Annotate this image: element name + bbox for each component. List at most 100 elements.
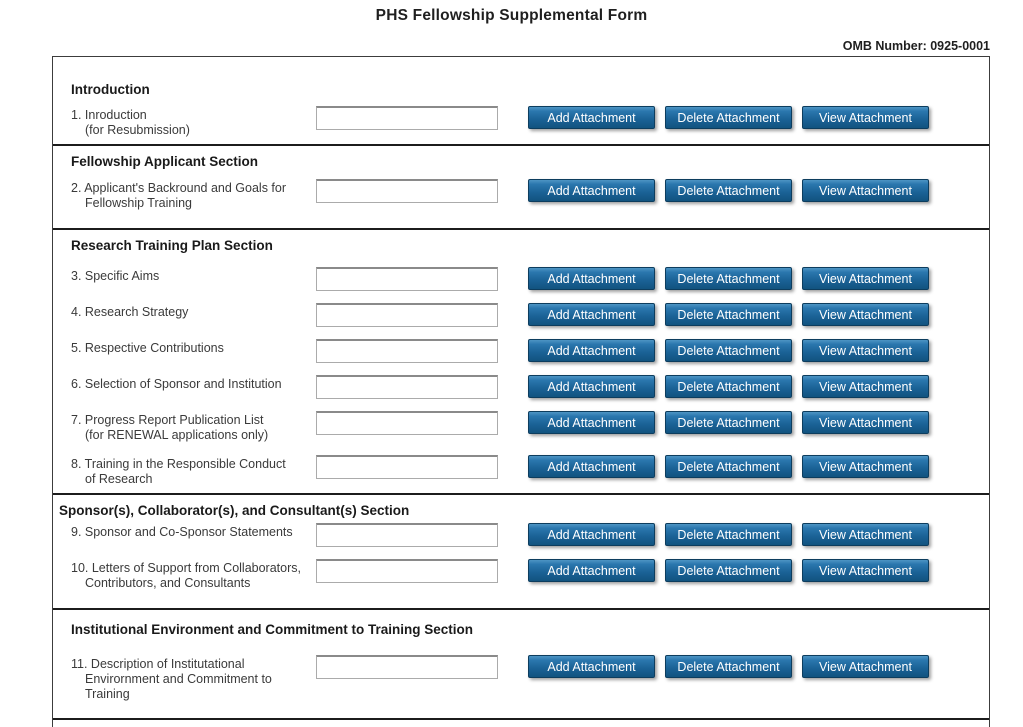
attachment-filename-input[interactable] [316,455,498,479]
attachment-filename-input[interactable] [316,179,498,203]
form-box: Introduction 1. Inroduction(for Resubmiss… [52,56,990,727]
view-attachment-button[interactable]: View Attachment [802,455,929,478]
attachment-button-group: Add Attachment Delete Attachment View Atta… [528,655,929,678]
delete-attachment-button[interactable]: Delete Attachment [665,523,792,546]
item-label-line: 10. Letters of Support from Collaborator… [71,561,301,575]
attachment-item-row: 7. Progress Report Publication List(for … [71,411,989,443]
delete-attachment-button[interactable]: Delete Attachment [665,375,792,398]
form-section: Fellowship Applicant Section 2. Applicant… [53,146,989,230]
item-label-line: 6. Selection of Sponsor and Institution [71,377,282,391]
add-attachment-button[interactable]: Add Attachment [528,339,655,362]
omb-number: OMB Number: 0925-0001 [842,39,990,53]
item-label: 5. Respective Contributions [71,339,316,356]
add-attachment-button[interactable]: Add Attachment [528,655,655,678]
view-attachment-button[interactable]: View Attachment [802,303,929,326]
section-heading: Research Training Plan Section [71,238,273,253]
add-attachment-button[interactable]: Add Attachment [528,411,655,434]
attachment-filename-input[interactable] [316,523,498,547]
delete-attachment-button[interactable]: Delete Attachment [665,267,792,290]
attachment-filename-input[interactable] [316,303,498,327]
item-label-line: Envirornment and Commitment to [85,672,272,686]
add-attachment-button[interactable]: Add Attachment [528,455,655,478]
item-label: 6. Selection of Sponsor and Institution [71,375,316,392]
view-attachment-button[interactable]: View Attachment [802,523,929,546]
item-label-line: 5. Respective Contributions [71,341,224,355]
delete-attachment-button[interactable]: Delete Attachment [665,303,792,326]
attachment-item-row: 1. Inroduction(for Resubmission) Add Atta… [71,106,989,138]
delete-attachment-button[interactable]: Delete Attachment [665,559,792,582]
attachment-filename-input[interactable] [316,559,498,583]
view-attachment-button[interactable]: View Attachment [802,339,929,362]
delete-attachment-button[interactable]: Delete Attachment [665,179,792,202]
add-attachment-button[interactable]: Add Attachment [528,559,655,582]
item-label-line: 9. Sponsor and Co-Sponsor Statements [71,525,293,539]
attachment-filename-input[interactable] [316,375,498,399]
delete-attachment-button[interactable]: Delete Attachment [665,455,792,478]
item-label-line: (for Resubmission) [85,123,190,137]
item-label-line: (for RENEWAL applications only) [85,428,269,442]
page-title: PHS Fellowship Supplemental Form [375,7,648,24]
attachment-button-group: Add Attachment Delete Attachment View Atta… [528,339,929,362]
section-heading: Fellowship Applicant Section [71,154,259,169]
attachment-button-group: Add Attachment Delete Attachment View Atta… [528,106,929,129]
delete-attachment-button[interactable]: Delete Attachment [665,106,792,129]
attachment-item-row: 6. Selection of Sponsor and Institution A… [71,375,989,399]
attachment-item-row: 3. Specific Aims Add Attachment Delete Att… [71,267,989,291]
delete-attachment-button[interactable]: Delete Attachment [665,655,792,678]
attachment-filename-input[interactable] [316,411,498,435]
attachment-button-group: Add Attachment Delete Attachment View Atta… [528,303,929,326]
form-section: Research Training Plan Section 3. Specifi… [53,230,989,495]
view-attachment-button[interactable]: View Attachment [802,179,929,202]
attachment-item-row: 9. Sponsor and Co-Sponsor Statements Add … [71,523,989,547]
section-heading: Institutional Environment and Commitment… [71,622,474,637]
item-label-line: 2. Applicant's Backround and Goals for [71,181,287,195]
section-heading: Introduction [71,82,150,97]
item-label-line: 4. Research Strategy [71,305,189,319]
item-label: 9. Sponsor and Co-Sponsor Statements [71,523,316,540]
view-attachment-button[interactable]: View Attachment [802,267,929,290]
view-attachment-button[interactable]: View Attachment [802,375,929,398]
item-label-line: of Research [85,472,153,486]
add-attachment-button[interactable]: Add Attachment [528,375,655,398]
form-section: Institutional Environment and Commitment… [53,610,989,720]
view-attachment-button[interactable]: View Attachment [802,106,929,129]
view-attachment-button[interactable]: View Attachment [802,411,929,434]
attachment-filename-input[interactable] [316,106,498,130]
item-label-line: 1. Inroduction [71,108,147,122]
attachment-item-row: 4. Research Strategy Add Attachment Delete… [71,303,989,327]
attachment-button-group: Add Attachment Delete Attachment View Atta… [528,523,929,546]
add-attachment-button[interactable]: Add Attachment [528,106,655,129]
form-section: Sponsor(s), Collaborator(s), and Consult… [53,495,989,610]
view-attachment-button[interactable]: View Attachment [802,559,929,582]
delete-attachment-button[interactable]: Delete Attachment [665,339,792,362]
add-attachment-button[interactable]: Add Attachment [528,179,655,202]
attachment-button-group: Add Attachment Delete Attachment View Atta… [528,179,929,202]
item-label: 1. Inroduction(for Resubmission) [71,106,316,138]
attachment-filename-input[interactable] [316,339,498,363]
add-attachment-button[interactable]: Add Attachment [528,303,655,326]
view-attachment-button[interactable]: View Attachment [802,655,929,678]
item-label: 10. Letters of Support from Collaborator… [71,559,316,591]
add-attachment-button[interactable]: Add Attachment [528,267,655,290]
item-label: 7. Progress Report Publication List(for … [71,411,316,443]
attachment-filename-input[interactable] [316,655,498,679]
attachment-button-group: Add Attachment Delete Attachment View Atta… [528,267,929,290]
attachment-button-group: Add Attachment Delete Attachment View Atta… [528,455,929,478]
item-label-line: Fellowship Training [85,196,192,210]
delete-attachment-button[interactable]: Delete Attachment [665,411,792,434]
item-label-line: 7. Progress Report Publication List [71,413,264,427]
item-label: 4. Research Strategy [71,303,316,320]
item-label-line: 3. Specific Aims [71,269,160,283]
attachment-button-group: Add Attachment Delete Attachment View Atta… [528,411,929,434]
item-label-line: Training [85,687,130,701]
attachment-item-row: 10. Letters of Support from Collaborator… [71,559,989,591]
add-attachment-button[interactable]: Add Attachment [528,523,655,546]
attachment-item-row: 5. Respective Contributions Add Attachmen… [71,339,989,363]
item-label-line: 8. Training in the Responsible Conduct [71,457,286,471]
attachment-filename-input[interactable] [316,267,498,291]
